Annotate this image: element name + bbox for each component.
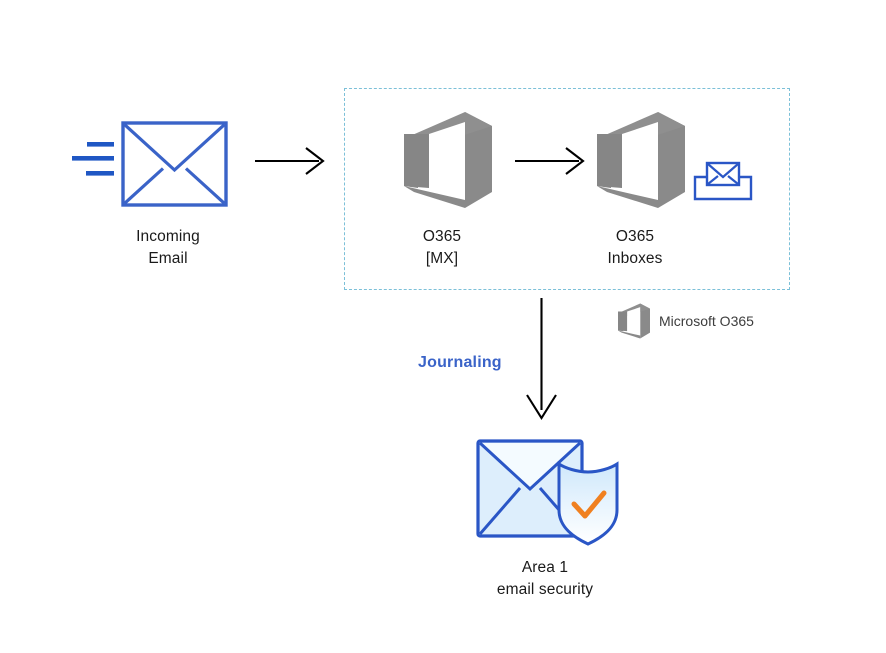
area1-email-security-label: Area 1 email security xyxy=(496,559,594,598)
inbox-envelope-fold-right xyxy=(727,175,739,185)
logo-right-face xyxy=(658,112,685,208)
arrow-head xyxy=(565,147,585,175)
logo-left-block xyxy=(618,311,628,332)
logo-bottom-wedge xyxy=(404,186,465,208)
mx-to-inboxes-arrow xyxy=(515,147,585,175)
incoming-email-node xyxy=(70,118,270,213)
envelope-fold-right xyxy=(184,167,226,205)
logo-inner-page xyxy=(622,122,658,200)
area1-shield xyxy=(557,461,619,546)
envelope-flap xyxy=(123,123,226,173)
motion-line-middle xyxy=(72,156,114,161)
o365-mx-office-logo-icon xyxy=(404,112,492,208)
o365-inboxes-office-logo-icon xyxy=(597,112,685,208)
inbox-tray-icon xyxy=(693,161,753,201)
logo-left-block xyxy=(597,134,622,188)
envelope-fold-left xyxy=(123,167,165,205)
area1-envelope-flap xyxy=(478,441,582,492)
o365-mx-label: O365 [MX] xyxy=(422,228,462,267)
legend-microsoft-o365: Microsoft O365 xyxy=(618,303,754,339)
logo-right-face xyxy=(465,112,492,208)
incoming-to-mx-arrow xyxy=(255,147,325,175)
area1-shield-checkmark-icon xyxy=(571,490,607,519)
journaling-edge-label: Journaling xyxy=(418,354,502,371)
motion-line-bottom xyxy=(86,171,114,176)
area1-envelope-fold-left xyxy=(478,487,522,535)
logo-bottom-wedge xyxy=(597,186,658,208)
inbox-envelope-fold-left xyxy=(707,175,719,185)
arrow-head xyxy=(526,394,557,420)
logo-left-block xyxy=(404,134,429,188)
area1-envelope-flap-fill xyxy=(480,443,580,489)
motion-line-top xyxy=(87,142,114,147)
journaling-arrow xyxy=(526,298,557,420)
o365-boundary-zone xyxy=(344,88,790,290)
legend-label: Microsoft O365 xyxy=(659,313,754,329)
o365-inboxes-label: O365 Inboxes xyxy=(607,228,663,267)
inbox-envelope-flap xyxy=(707,163,739,179)
envelope-with-motion-lines-icon xyxy=(72,121,228,207)
logo-inner-page xyxy=(429,122,465,200)
legend-office-logo-icon xyxy=(618,303,650,339)
arrow-head xyxy=(305,147,325,175)
incoming-email-label: Incoming Email xyxy=(136,228,200,267)
envelope-with-shield-check-icon xyxy=(476,439,619,546)
logo-inner-page xyxy=(627,307,641,336)
logo-bottom-wedge xyxy=(618,330,641,339)
logo-right-face xyxy=(640,303,650,339)
